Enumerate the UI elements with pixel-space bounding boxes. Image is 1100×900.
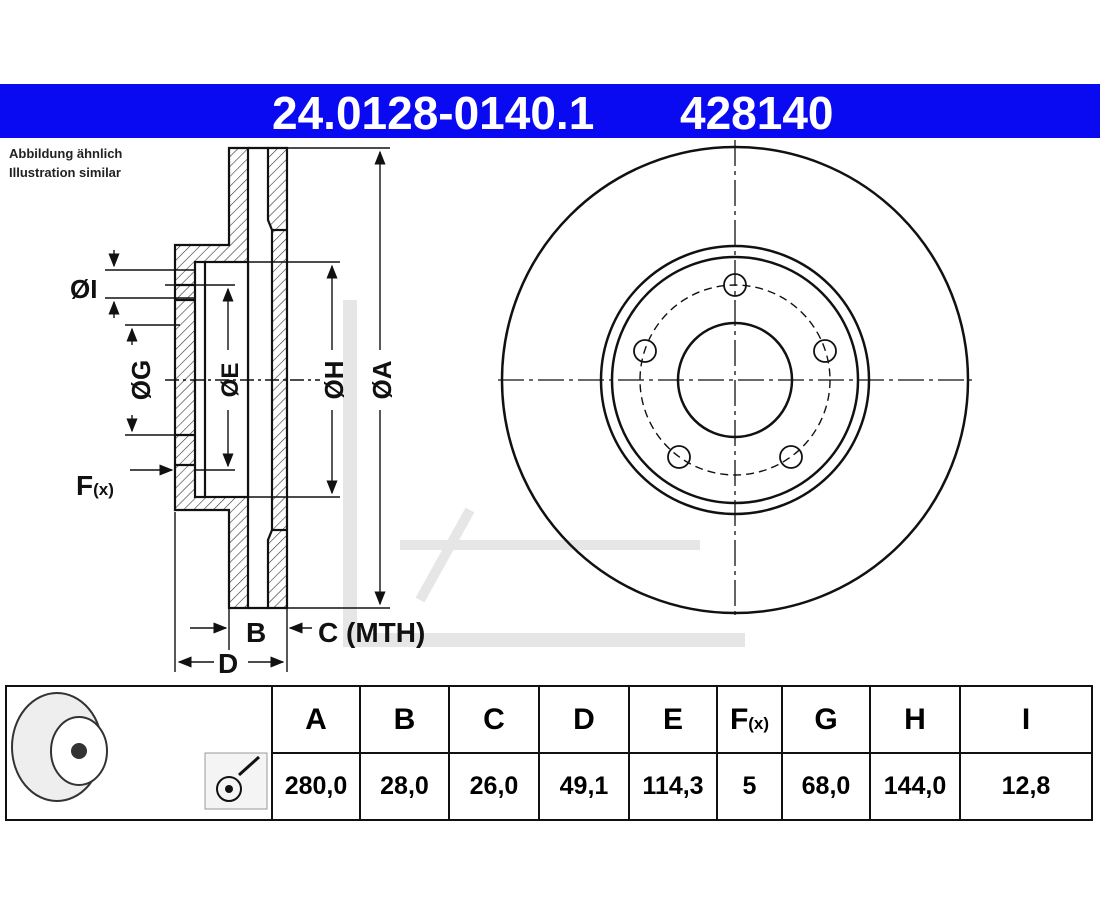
value-b: 28,0 <box>359 752 450 821</box>
value-f: 5 <box>716 752 783 821</box>
col-header-f: F(x) <box>716 685 783 754</box>
label-dia-e: ØE <box>217 363 244 398</box>
value-c: 26,0 <box>448 752 540 821</box>
dimension-lines <box>105 147 390 672</box>
disc-front-view <box>498 140 972 620</box>
bolt-holes <box>633 273 837 469</box>
disc-cross-section <box>173 146 289 610</box>
label-d: D <box>218 648 238 679</box>
label-dia-h: ØH <box>319 361 349 400</box>
col-header-i: I <box>959 685 1093 754</box>
technical-drawing: ØI ØG ØE ØH ØA F(x) B C (MTH) D <box>70 140 972 679</box>
note-de: Abbildung ähnlich <box>9 146 123 161</box>
value-g: 68,0 <box>781 752 871 821</box>
col-header-g: G <box>781 685 871 754</box>
illustration-note: Abbildung ähnlich Illustration similar <box>9 144 122 182</box>
col-header-c: C <box>448 685 540 754</box>
col-header-e: E <box>628 685 718 754</box>
value-e: 114,3 <box>628 752 718 821</box>
label-dia-i: ØI <box>70 274 97 304</box>
label-dia-a: ØA <box>367 360 397 399</box>
disc-thumbnail-cell <box>5 685 272 821</box>
dimensions-table: A B C D E F(x) G H I 280,0 28,0 26,0 49,… <box>5 685 1093 821</box>
col-header-d: D <box>538 685 630 754</box>
value-a: 280,0 <box>271 752 361 821</box>
label-c-mth: C (MTH) <box>318 617 425 648</box>
header-bar: 24.0128-0140.1 428140 <box>0 84 1100 139</box>
note-en: Illustration similar <box>9 165 121 180</box>
col-header-h: H <box>869 685 961 754</box>
value-d: 49,1 <box>538 752 630 821</box>
value-i: 12,8 <box>959 752 1093 821</box>
disc-thumbnail-icon <box>11 692 268 810</box>
part-number: 24.0128-0140.1 <box>272 87 595 139</box>
value-h: 144,0 <box>869 752 961 821</box>
article-code: 428140 <box>680 87 834 139</box>
ate-watermark <box>343 300 745 647</box>
label-f: F(x) <box>76 470 114 501</box>
label-b: B <box>246 617 266 648</box>
col-header-a: A <box>271 685 361 754</box>
label-dia-g: ØG <box>126 360 156 400</box>
col-header-b: B <box>359 685 450 754</box>
